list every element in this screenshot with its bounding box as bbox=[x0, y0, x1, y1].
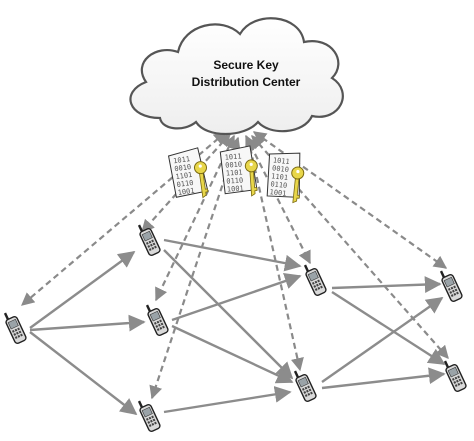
binary-text: 0110 bbox=[226, 176, 243, 185]
comm-link-phone-1-phone-4 bbox=[29, 331, 138, 416]
comm-link-phone-2-phone-6 bbox=[163, 249, 294, 380]
binary-text: 0010 bbox=[272, 164, 290, 174]
phone-1-icon bbox=[3, 312, 27, 345]
key-icon bbox=[291, 166, 305, 204]
comm-link-phone-3-phone-5 bbox=[171, 272, 302, 322]
comm-link-phone-1-phone-2 bbox=[29, 251, 136, 329]
comm-link-phone-2-phone-5 bbox=[163, 238, 302, 272]
key-icon bbox=[244, 159, 258, 197]
comm-link-phone-3-phone-6 bbox=[171, 324, 294, 384]
binary-text: 1101 bbox=[226, 168, 243, 177]
phone-5-icon bbox=[303, 264, 327, 297]
comm-link-phone-5-phone-8 bbox=[331, 290, 446, 366]
binary-text: 0010 bbox=[174, 163, 192, 173]
key-icon bbox=[193, 161, 209, 199]
center-label: Secure Key Distribution Center bbox=[156, 57, 336, 91]
binary-text: 1011 bbox=[273, 156, 291, 166]
binary-text: 1011 bbox=[224, 153, 241, 162]
binary-text: 1001 bbox=[177, 187, 195, 197]
binary-text: 1001 bbox=[227, 184, 244, 193]
comm-link-phone-1-phone-3 bbox=[29, 314, 146, 332]
binary-text: 1001 bbox=[269, 188, 287, 198]
mobile-nodes bbox=[3, 224, 467, 433]
key-distribution-center-cloud bbox=[129, 17, 344, 135]
binary-text: 0110 bbox=[270, 180, 288, 190]
phone-8-icon bbox=[443, 360, 467, 393]
center-label-line1: Secure Key bbox=[213, 58, 279, 72]
key-link-phone-7 bbox=[252, 131, 448, 269]
phone-2-icon bbox=[137, 224, 161, 257]
binary-text: 0110 bbox=[176, 179, 194, 189]
communication-links bbox=[29, 238, 446, 416]
comm-link-phone-5-phone-7 bbox=[331, 276, 442, 293]
key-documents: 1011001011010110100110110010110101101001… bbox=[167, 145, 305, 204]
binary-text: 0010 bbox=[225, 161, 242, 170]
phone-7-icon bbox=[439, 270, 463, 303]
phone-6-icon bbox=[293, 370, 317, 403]
comm-link-phone-4-phone-6 bbox=[163, 386, 292, 414]
phone-3-icon bbox=[145, 304, 169, 337]
center-label-line2: Distribution Center bbox=[191, 75, 301, 89]
binary-text: 1101 bbox=[175, 171, 193, 181]
binary-text: 1101 bbox=[271, 172, 289, 182]
phone-4-icon bbox=[137, 400, 161, 433]
binary-text: 1011 bbox=[173, 155, 191, 165]
comm-link-phone-6-phone-7 bbox=[321, 297, 444, 383]
comm-link-phone-6-phone-8 bbox=[321, 367, 446, 390]
